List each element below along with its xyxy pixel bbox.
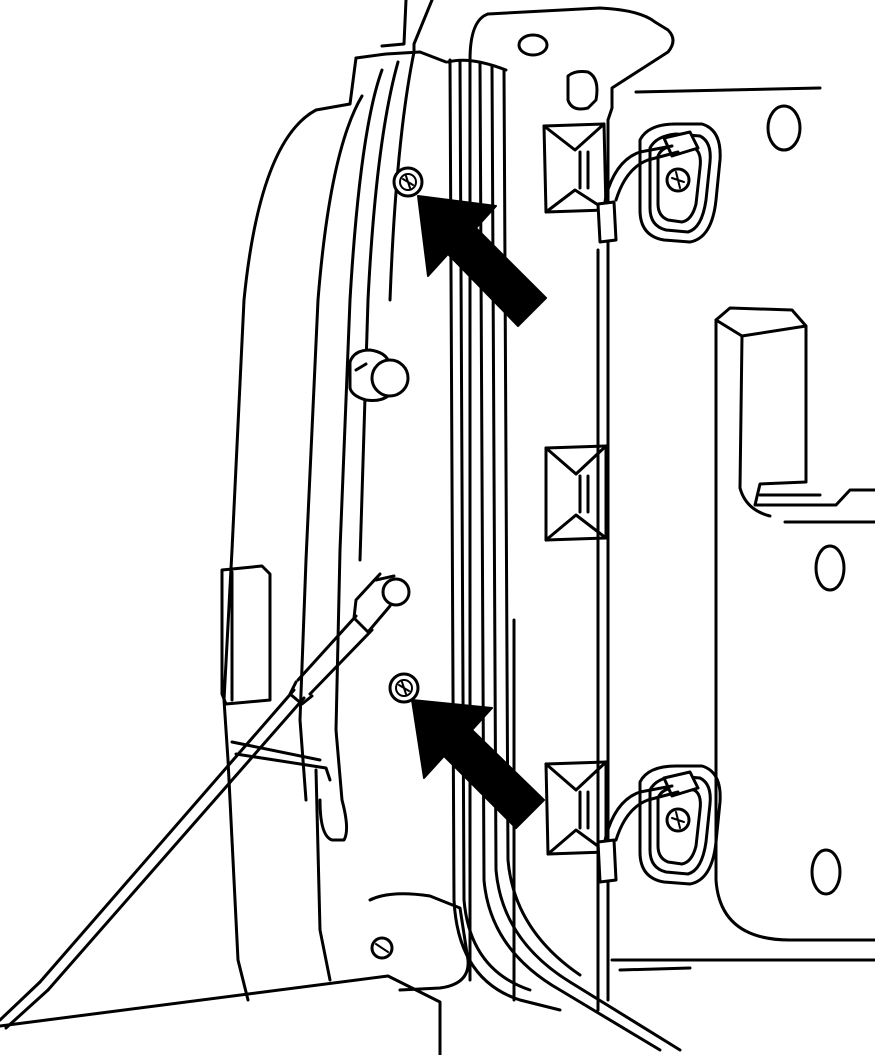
lower-fastener [388,672,420,704]
sill [0,892,470,1055]
arrow-icon [411,699,545,829]
arrow-icon [417,195,547,327]
door-edge [220,0,448,1002]
lower-hinge [596,764,722,886]
upper-hinge [596,122,722,244]
weatherstrip-channel [446,58,682,1052]
door-stud [348,348,410,402]
lower-fastener-arrow [411,699,545,829]
upper-fastener [392,166,424,198]
body-pillar-panel [468,6,875,1012]
retainer-block-lower [544,760,608,856]
retainer-block-upper [542,122,608,214]
retainer-blocks [542,122,608,856]
retainer-block-middle [544,444,608,542]
door-strut [0,572,411,1030]
upper-fastener-arrow [417,195,547,327]
